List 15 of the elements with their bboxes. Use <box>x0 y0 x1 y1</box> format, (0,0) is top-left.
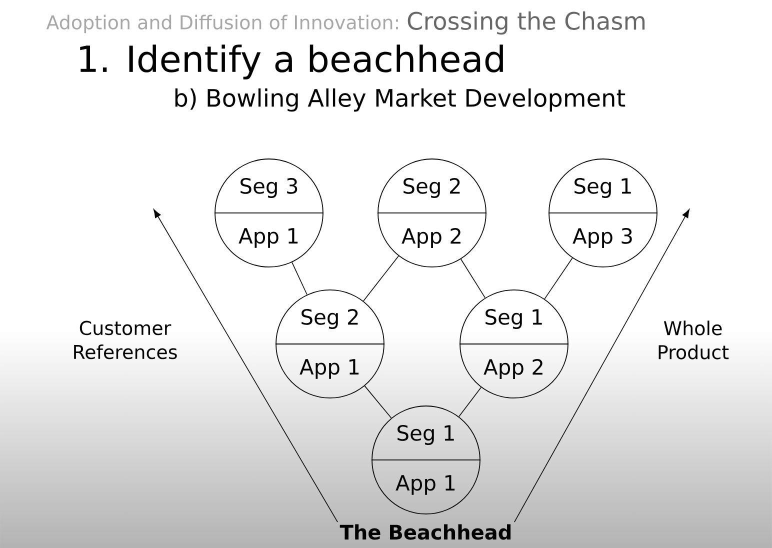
growth-arrow <box>514 209 690 522</box>
side-label: Whole Product <box>658 320 729 360</box>
header-text: Crossing the Chasm <box>408 11 645 35</box>
connector-line <box>544 258 573 300</box>
header-text: Adoption and Diffusion of Innovation: <box>46 14 398 34</box>
growth-arrow <box>154 209 338 522</box>
connector-line <box>292 262 308 296</box>
slide-title: 1. Identify a beachhead <box>80 44 503 80</box>
connector-line <box>458 386 482 417</box>
beachhead-label: The Beachhead <box>340 524 511 540</box>
side-label: Customer References <box>74 320 177 360</box>
connector-line <box>363 256 399 302</box>
subtitle: b) Bowling Alley Market Development <box>175 88 626 112</box>
connector-line <box>460 258 486 298</box>
connector-line <box>364 386 392 418</box>
